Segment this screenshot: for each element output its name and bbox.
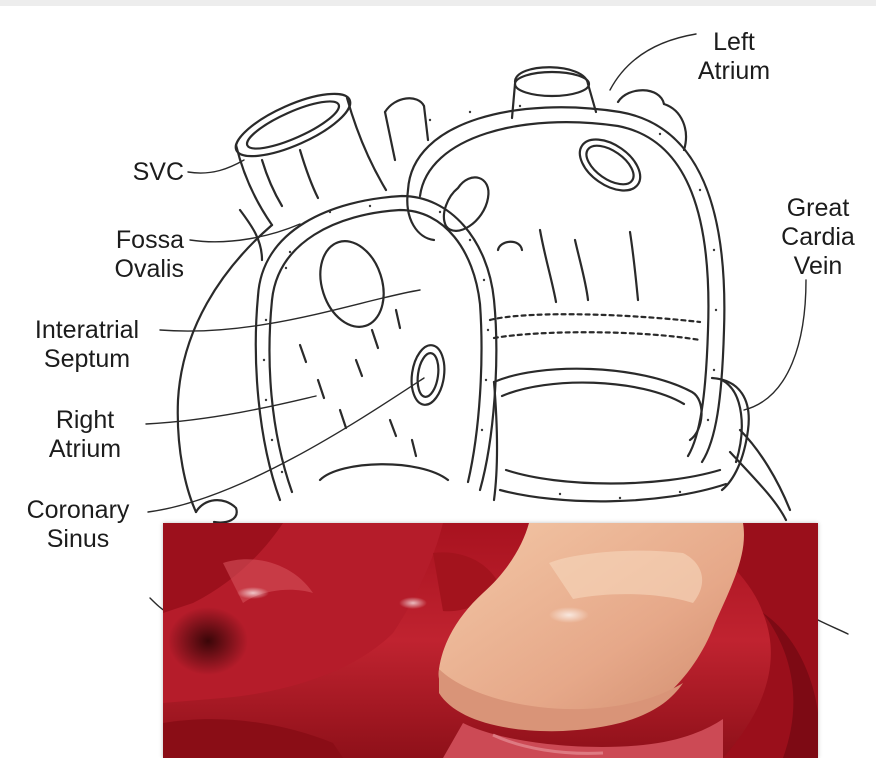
- label-svc: SVC: [106, 158, 184, 187]
- svc-vessel: [228, 82, 386, 225]
- label-coronary-sinus: Coronary Sinus: [10, 496, 146, 554]
- label-left-atrium-line2: Atrium: [684, 57, 784, 86]
- label-right-atrium-line1: Right: [30, 406, 140, 435]
- label-left-atrium-line1: Left: [684, 28, 784, 57]
- label-gcv-line3: Vein: [766, 252, 870, 281]
- label-fossa-line2: Ovalis: [84, 255, 184, 284]
- surgical-photo: [163, 523, 818, 758]
- label-septum-line1: Interatrial: [14, 316, 160, 345]
- label-coronary-line1: Coronary: [10, 496, 146, 525]
- label-interatrial-septum: Interatrial Septum: [14, 316, 160, 374]
- label-right-atrium-line2: Atrium: [30, 435, 140, 464]
- label-fossa-line1: Fossa: [84, 226, 184, 255]
- right-atrium-wall: [256, 196, 497, 500]
- label-septum-line2: Septum: [14, 345, 160, 374]
- label-svc-text: SVC: [106, 158, 184, 187]
- label-right-atrium: Right Atrium: [30, 406, 140, 464]
- surgical-photo-inset: [163, 523, 818, 758]
- label-coronary-line2: Sinus: [10, 525, 146, 554]
- label-gcv-line2: Cardia: [766, 223, 870, 252]
- label-fossa-ovalis: Fossa Ovalis: [84, 226, 184, 284]
- label-left-atrium: Left Atrium: [684, 28, 784, 86]
- mitral-region: [494, 369, 726, 502]
- left-atrium-wall: [407, 107, 724, 462]
- label-gcv-line1: Great: [766, 194, 870, 223]
- label-great-cardiac-vein: Great Cardia Vein: [766, 194, 870, 281]
